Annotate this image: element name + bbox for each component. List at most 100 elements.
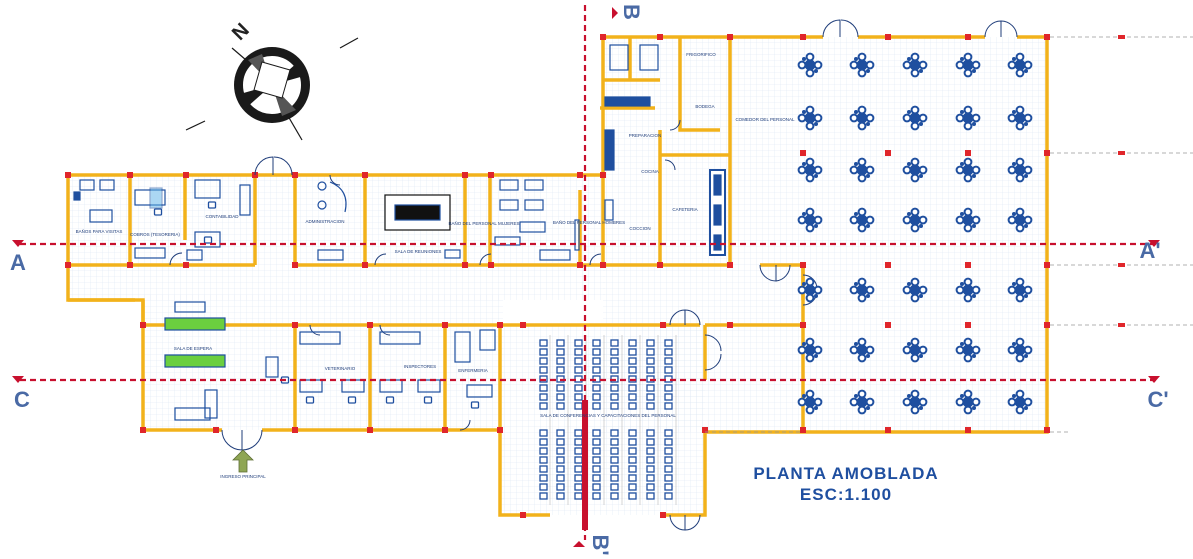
- auditorium-chair: [628, 492, 637, 500]
- svg-text:FRIGORIFICO: FRIGORIFICO: [686, 52, 716, 57]
- auditorium-chair: [592, 402, 601, 410]
- auditorium-chair: [628, 429, 637, 437]
- auditorium-chair: [664, 339, 673, 347]
- auditorium-chair: [646, 456, 655, 464]
- auditorium-chair: [556, 393, 565, 401]
- auditorium-chair: [646, 483, 655, 491]
- auditorium-chair: [646, 438, 655, 446]
- auditorium-chair: [646, 402, 655, 410]
- auditorium-chair: [610, 429, 619, 437]
- auditorium-chair: [574, 483, 583, 491]
- section-ticks: [582, 400, 588, 530]
- auditorium-chair: [574, 492, 583, 500]
- auditorium-chair: [646, 339, 655, 347]
- auditorium-chair: [574, 465, 583, 473]
- auditorium-chair: [664, 357, 673, 365]
- auditorium-chair: [556, 402, 565, 410]
- auditorium-chair: [556, 474, 565, 482]
- auditorium-chair: [556, 465, 565, 473]
- auditorium-chair: [646, 357, 655, 365]
- section-marker-a-right: A': [1139, 238, 1160, 263]
- svg-text:ADMINISTRACION: ADMINISTRACION: [305, 219, 344, 224]
- svg-text:COCINA: COCINA: [641, 169, 659, 174]
- auditorium-chair: [574, 474, 583, 482]
- auditorium-chair: [610, 384, 619, 392]
- svg-text:VETERINARIO: VETERINARIO: [325, 366, 356, 371]
- auditorium-chair: [556, 447, 565, 455]
- auditorium-chair: [539, 429, 548, 437]
- auditorium-chair: [574, 402, 583, 410]
- auditorium-chair: [539, 492, 548, 500]
- auditorium-chair: [646, 384, 655, 392]
- svg-text:BAÑO DEL PERSONAL HOMBRES: BAÑO DEL PERSONAL HOMBRES: [553, 219, 625, 225]
- auditorium-chair: [592, 393, 601, 401]
- plan-title: PLANTA AMOBLADA ESC:1.100: [753, 464, 937, 504]
- auditorium-chair: [664, 483, 673, 491]
- svg-text:B: B: [619, 4, 644, 20]
- auditorium-chair: [664, 384, 673, 392]
- auditorium-chair: [610, 339, 619, 347]
- svg-text:C: C: [14, 387, 30, 412]
- auditorium-chair: [539, 402, 548, 410]
- auditorium-chair: [556, 456, 565, 464]
- section-marker-b-bottom: B': [573, 534, 613, 556]
- auditorium-chair: [646, 366, 655, 374]
- auditorium-chair: [664, 429, 673, 437]
- auditorium-chair: [628, 339, 637, 347]
- auditorium-chair: [664, 348, 673, 356]
- auditorium-chair: [592, 429, 601, 437]
- svg-text:ESC:1.100: ESC:1.100: [800, 485, 892, 504]
- auditorium-chair: [539, 474, 548, 482]
- entrance-arrow-icon: [232, 449, 254, 473]
- svg-text:BODEGA: BODEGA: [695, 104, 714, 109]
- auditorium-chair: [592, 483, 601, 491]
- svg-text:B': B': [588, 534, 613, 555]
- auditorium-chair: [628, 465, 637, 473]
- auditorium-chair: [556, 492, 565, 500]
- svg-text:PREPARACION: PREPARACION: [629, 133, 661, 138]
- auditorium-chair: [556, 384, 565, 392]
- svg-text:BAÑO DEL PERSONAL MUJERES: BAÑO DEL PERSONAL MUJERES: [449, 220, 520, 226]
- auditorium-chair: [574, 348, 583, 356]
- section-marker-c-right: C': [1147, 376, 1169, 412]
- auditorium-chair: [646, 465, 655, 473]
- auditorium-chair: [592, 384, 601, 392]
- auditorium-chair: [610, 465, 619, 473]
- auditorium-chair: [628, 357, 637, 365]
- auditorium-chair: [664, 402, 673, 410]
- auditorium-chair: [646, 447, 655, 455]
- section-marker-a-left: A: [10, 240, 26, 275]
- auditorium-chair: [646, 393, 655, 401]
- auditorium-chair: [628, 402, 637, 410]
- auditorium-chair: [610, 438, 619, 446]
- structural-columns: [65, 34, 1050, 518]
- auditorium-chair: [610, 474, 619, 482]
- svg-text:BAÑOS PARA VISITAS: BAÑOS PARA VISITAS: [76, 228, 123, 234]
- svg-text:SALA DE ESPERA: SALA DE ESPERA: [174, 346, 212, 351]
- svg-text:C': C': [1147, 387, 1168, 412]
- auditorium-chair: [592, 447, 601, 455]
- auditorium-chair: [539, 357, 548, 365]
- auditorium-chair: [646, 474, 655, 482]
- auditorium-chair: [539, 465, 548, 473]
- section-marker-c-left: C: [12, 376, 30, 412]
- auditorium-chair: [539, 348, 548, 356]
- floor-areas: [68, 37, 1048, 515]
- furniture: [73, 44, 726, 421]
- auditorium-chair: [610, 402, 619, 410]
- auditorium-chair: [539, 447, 548, 455]
- auditorium-chair: [574, 438, 583, 446]
- auditorium-chair: [592, 348, 601, 356]
- svg-text:CONTABILIDAD: CONTABILIDAD: [206, 214, 240, 219]
- auditorium-chair: [628, 483, 637, 491]
- svg-text:COMEDOR DEL PERSONAL: COMEDOR DEL PERSONAL: [735, 117, 795, 122]
- svg-text:A': A': [1139, 238, 1160, 263]
- auditorium-chair: [592, 492, 601, 500]
- auditorium-chair: [556, 438, 565, 446]
- auditorium-chair: [628, 447, 637, 455]
- auditorium-chair: [556, 357, 565, 365]
- svg-text:SALA DE CONFERENCIAS Y CAPACIT: SALA DE CONFERENCIAS Y CAPACITACIONES DE…: [540, 413, 676, 418]
- auditorium-chair: [539, 438, 548, 446]
- auditorium-chair: [610, 447, 619, 455]
- auditorium-chair: [592, 456, 601, 464]
